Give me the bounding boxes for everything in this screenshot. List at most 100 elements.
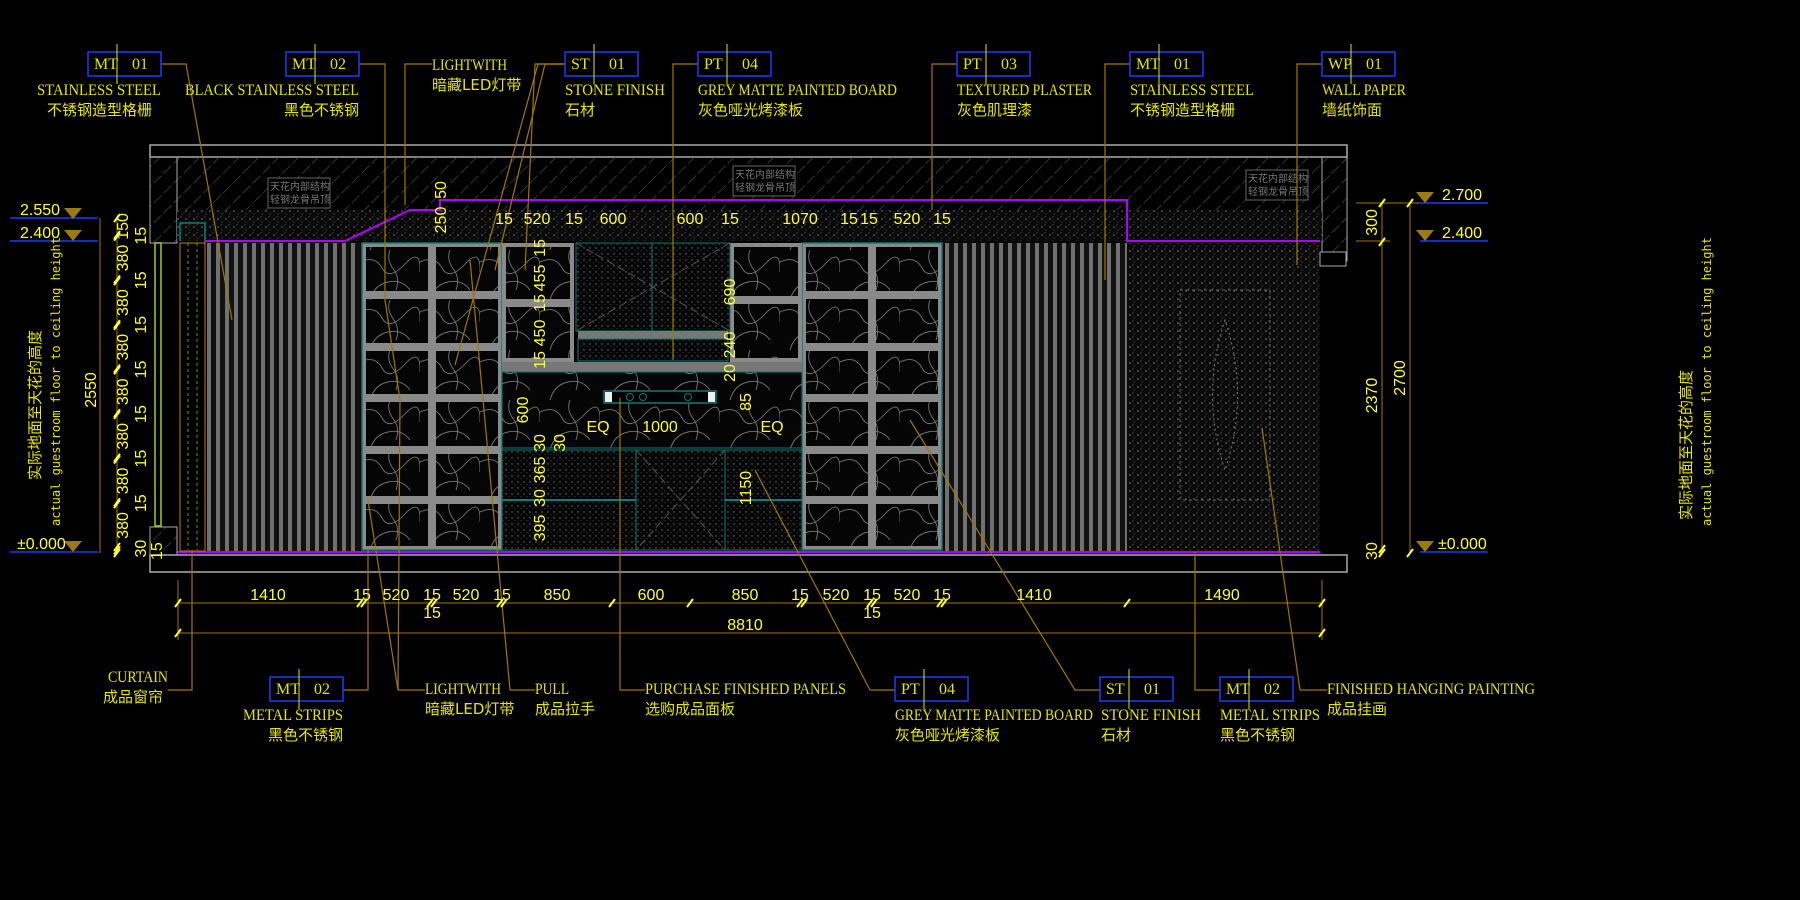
ceiling-note-center: 天花内部结构 轻钢龙骨吊顶 [732,165,796,197]
label-en: FINISHED HANGING PAINTING [1327,681,1535,698]
dimension-tick [113,365,121,375]
height-note-left-cn: 实际地面至天花的高度 [26,330,44,480]
dimension-label: 600 [677,211,704,228]
stone-shelf-cell [362,500,432,550]
dimension-label: 15 [423,587,441,604]
dimension-label: 520 [823,587,850,604]
level-2400: 2.400 [20,225,60,242]
dimension-label: 15 [532,351,549,369]
tag-number: 04 [939,681,955,698]
dimension-ticks [113,198,1414,638]
tag-code: PT [963,56,982,73]
dimension-label: 520 [894,211,921,228]
dimension-label: 15 [133,316,150,334]
dimension-label: 15 [532,239,549,257]
level-2700: 2.700 [1442,187,1482,204]
label-en: LIGHTWITH [432,57,507,74]
label-cn: 灰色哑光烤漆板 [698,101,803,119]
stone-shelf-cell [872,450,942,500]
dimension-tick [426,598,434,608]
dimension-tick [113,321,121,331]
stone-shelf-cell [432,347,502,398]
label-cn: 暗藏LED灯带 [432,76,521,94]
label-cn: 黑色不锈钢 [1220,726,1295,744]
floor-slab [149,554,1348,573]
stone-shelf-cell [432,243,502,295]
stone-shelf-cell [802,500,872,550]
label-en: METAL STRIPS [243,707,343,724]
label-cn: 墙纸饰面 [1322,101,1382,119]
stone-shelf-cell [872,347,942,398]
dimension-tick [113,276,121,286]
dimension-label: 15 [133,227,150,245]
dimension-tick [113,410,121,420]
dimension-label: 15 [493,587,511,604]
tag-box [1129,51,1204,77]
tag-box [697,51,772,77]
tag-code: WP [1328,56,1352,73]
tag-number: 03 [1001,56,1017,73]
stone-shelf-cell [362,243,432,295]
tag-code: PT [704,56,723,73]
tag-code: PT [901,681,920,698]
label-en: CURTAIN [108,669,168,686]
dimension-tick [113,497,121,507]
dimension-tick [113,408,121,418]
label-cn: 黑色不锈钢 [284,101,359,119]
tag-code: MT [276,681,300,698]
level-markers-right: 2.700 2.400 ±0.000 [1416,187,1488,553]
tag-box [564,51,639,77]
tag-box [269,676,344,702]
dimension-label: 450 [532,320,549,347]
dimension-label: 150 [115,213,132,240]
dimension-label: 520 [524,211,551,228]
dimension-tick [113,274,121,285]
dimension-tick [796,598,804,608]
dimension-tick [500,598,508,608]
tag-number: 02 [330,56,346,73]
label-en: LIGHTWITH [425,681,501,698]
dimension-tick [113,548,121,558]
dimension-label: 15 [860,211,878,228]
metal-strips-left [207,243,360,551]
tag-number: 02 [1264,681,1280,698]
label-en: PURCHASE FINISHED PANELS [645,681,846,698]
ceiling-note-line: 天花内部结构 [270,180,330,193]
dimension-tick [1378,548,1386,558]
ceiling-note-line: 轻钢龙骨吊顶 [1248,185,1308,198]
dimension-label: 15 [791,587,809,604]
dimension-label: 520 [453,587,480,604]
dimension-tick [1318,598,1326,608]
dimension-tick [113,232,121,242]
ceiling-note-line: 轻钢龙骨吊顶 [735,181,795,194]
dimension-label: 15 [133,450,150,468]
label-en: TEXTURED PLASTER [957,82,1092,99]
dimension-tick [686,598,694,608]
dimension-label: EQ [760,419,783,436]
label-cn: 黑色不锈钢 [268,726,343,744]
tag-code: MT [1226,681,1250,698]
tag-code: ST [571,56,590,73]
leader-lines [161,63,1327,691]
label-cn: 灰色哑光烤漆板 [895,726,1000,744]
dimension-label: 2370 [1364,378,1381,414]
dimension-label: 1410 [1016,587,1052,604]
tag-code: MT [292,56,316,73]
dimension-label: 1000 [642,419,678,436]
dimension-label: 15 [933,211,951,228]
dimension-tick [1318,628,1326,638]
dimension-label: 15 [133,405,150,423]
total-width-label: 8810 [727,617,763,634]
dimension-tick [496,598,504,608]
dimension-label: 30 [532,434,549,452]
dimension-label: 380 [115,245,132,272]
